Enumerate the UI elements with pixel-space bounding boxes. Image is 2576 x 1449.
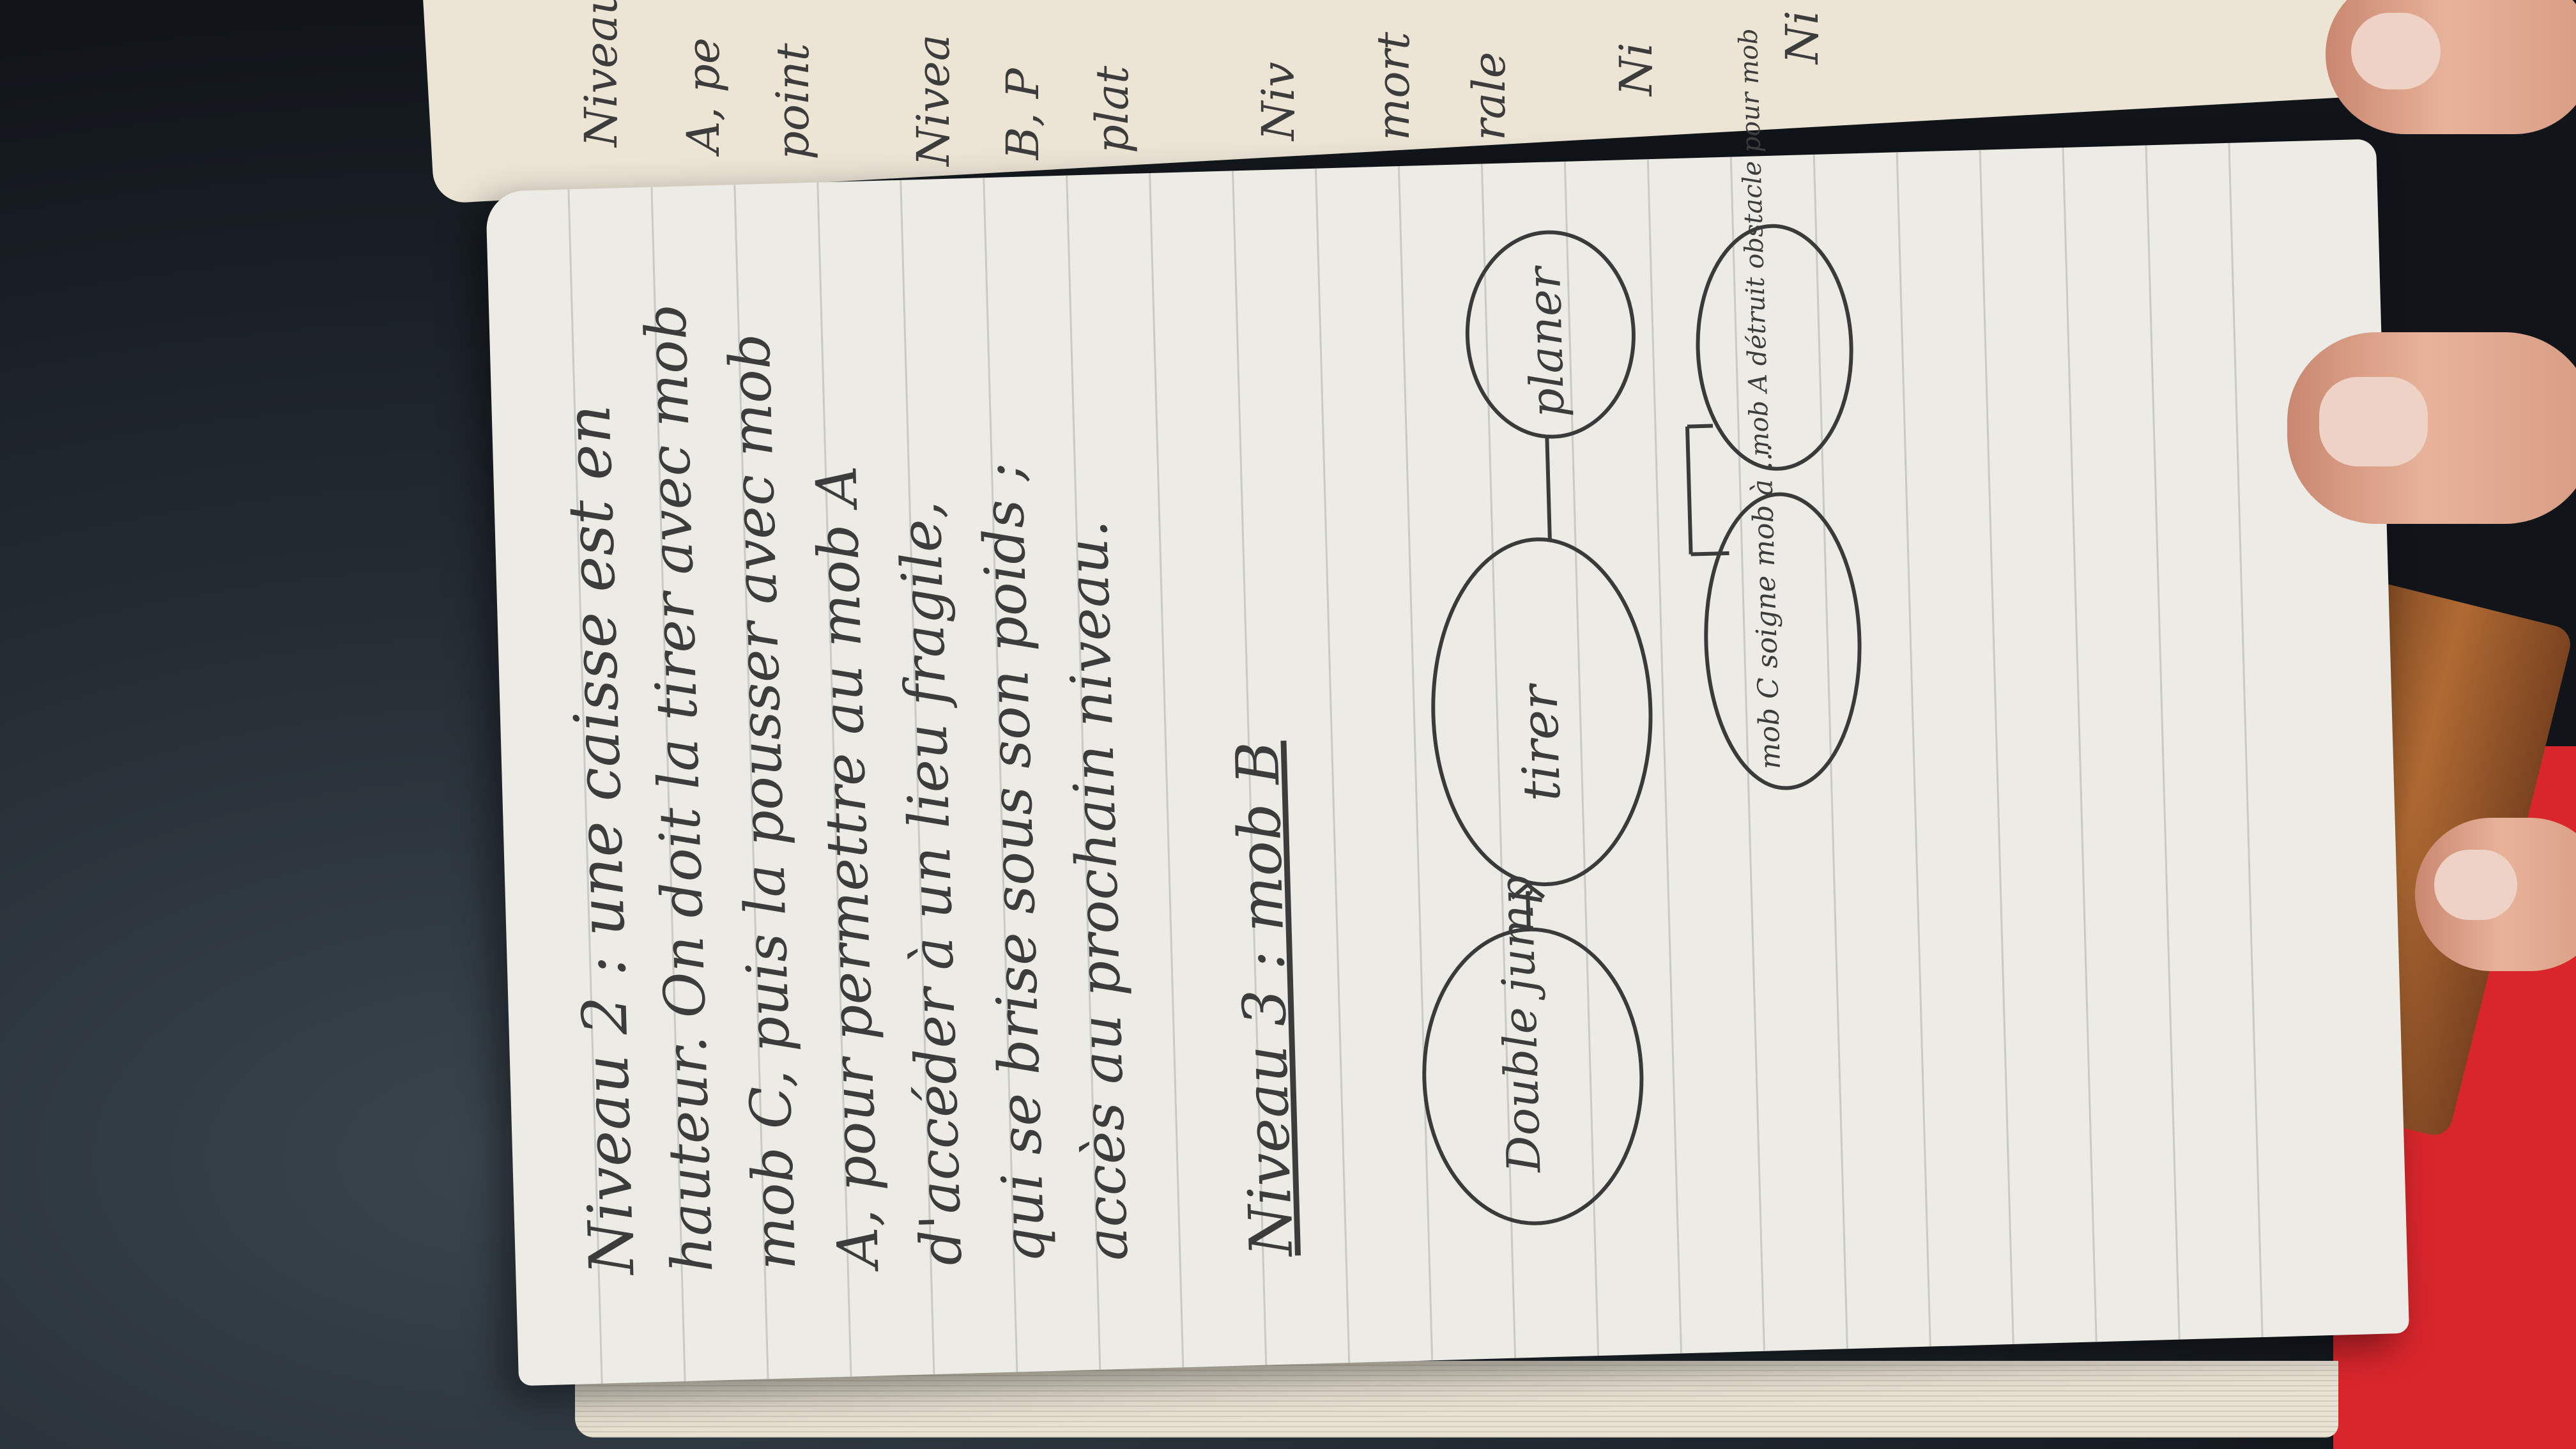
edge-bracket-mobc — [1690, 551, 1729, 556]
top-frag-2: A, pe — [677, 37, 730, 153]
label-double-jump: Double jump — [1489, 875, 1551, 1174]
edge-mobs-bracket — [1685, 426, 1693, 555]
ruled-lines — [567, 142, 2264, 1384]
finger-bottom — [2415, 818, 2576, 971]
arrowhead — [1510, 882, 1545, 900]
nail — [2434, 850, 2517, 920]
nail — [2351, 13, 2441, 89]
top-frag-10: Ni — [1610, 42, 1662, 96]
top-frag-7: Niv — [1252, 61, 1305, 141]
node-tirer — [1431, 537, 1653, 887]
top-frag-9: rale — [1463, 51, 1515, 141]
top-frag-8: mort — [1367, 31, 1420, 141]
label-tirer: tirer — [1509, 684, 1572, 802]
top-frag-3: point — [767, 43, 819, 160]
top-frag-11: Ni — [1776, 10, 1828, 64]
node-mob-a — [1696, 224, 1853, 471]
top-frag-6: plat — [1086, 65, 1138, 153]
node-planer — [1465, 230, 1636, 439]
finger-middle — [2287, 332, 2576, 524]
skill-diagram — [1422, 224, 1862, 1225]
notebook-main-page: Niveau 2 : une caisse est en hauteur. On… — [486, 28, 2410, 1386]
edge-tirer-planer — [1545, 436, 1552, 539]
edge-bracket-moba — [1687, 424, 1713, 429]
top-frag-1: Niveau — [575, 0, 627, 147]
nail — [2319, 377, 2428, 466]
edge-doublejump-tirer — [1526, 891, 1531, 930]
node-mob-c — [1704, 492, 1862, 790]
label-planer: planer — [1516, 266, 1575, 418]
top-frag-5: B, P — [997, 68, 1049, 160]
finger-top — [2326, 0, 2576, 134]
top-frag-4: Nivea — [907, 34, 960, 166]
